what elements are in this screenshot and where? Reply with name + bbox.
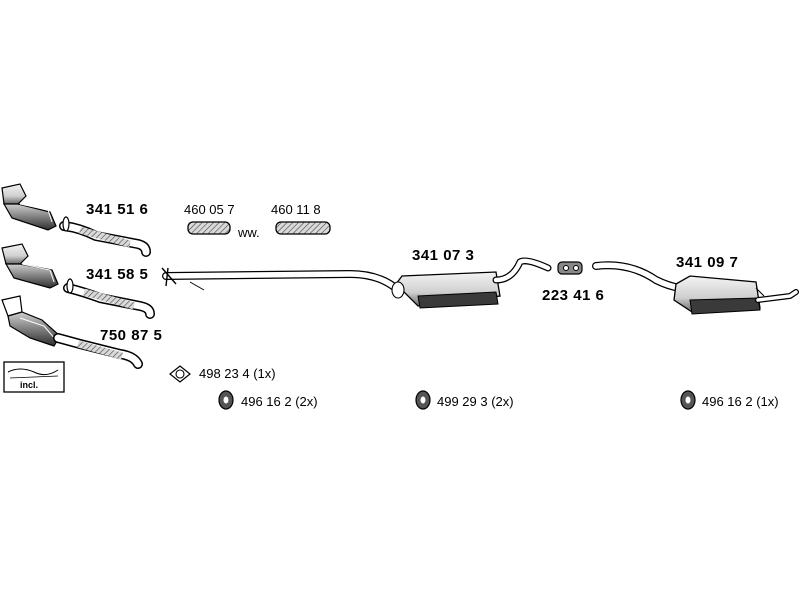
catalytic-converter-341516: [1, 183, 57, 231]
part-label-341585: 341 58 5: [86, 266, 149, 283]
part-label-341516: 341 51 6: [86, 201, 149, 218]
rubber-hanger-right-icon: [680, 390, 696, 410]
rubber-hanger-mid-icon: [415, 390, 431, 410]
ww-label: ww.: [238, 225, 260, 240]
center-muffler-341073: [391, 257, 552, 309]
part-label-750875: 750 87 5: [100, 327, 163, 344]
hanger-right-label: 496 16 2 (1x): [702, 394, 779, 409]
flex-pipe-460118: [275, 221, 331, 235]
kit-box: [3, 361, 65, 393]
catalytic-converter-750875: [1, 295, 143, 369]
flex-pipe-341585: [63, 278, 155, 319]
catalytic-converter-341585: [1, 243, 59, 289]
part-label-341097: 341 09 7: [676, 254, 739, 271]
hanger-left-label: 496 16 2 (2x): [241, 394, 318, 409]
part-label-460118: 460 11 8: [271, 202, 321, 217]
part-label-341073: 341 07 3: [412, 247, 475, 264]
flex-pipe-341516: [59, 216, 151, 257]
front-pipe: [161, 267, 402, 294]
kit-incl-label: incl.: [20, 380, 39, 390]
rubber-hanger-left-icon: [218, 390, 234, 410]
clamp-223416: [557, 261, 583, 275]
part-label-223416: 223 41 6: [542, 287, 605, 304]
rear-muffler-341097: [592, 261, 799, 315]
flex-pipe-460057: [187, 221, 231, 235]
part-label-460057: 460 05 7: [184, 202, 235, 217]
gasket-label: 498 23 4 (1x): [199, 366, 276, 381]
hanger-mid-label: 499 29 3 (2x): [437, 394, 514, 409]
gasket-icon: [169, 365, 191, 383]
